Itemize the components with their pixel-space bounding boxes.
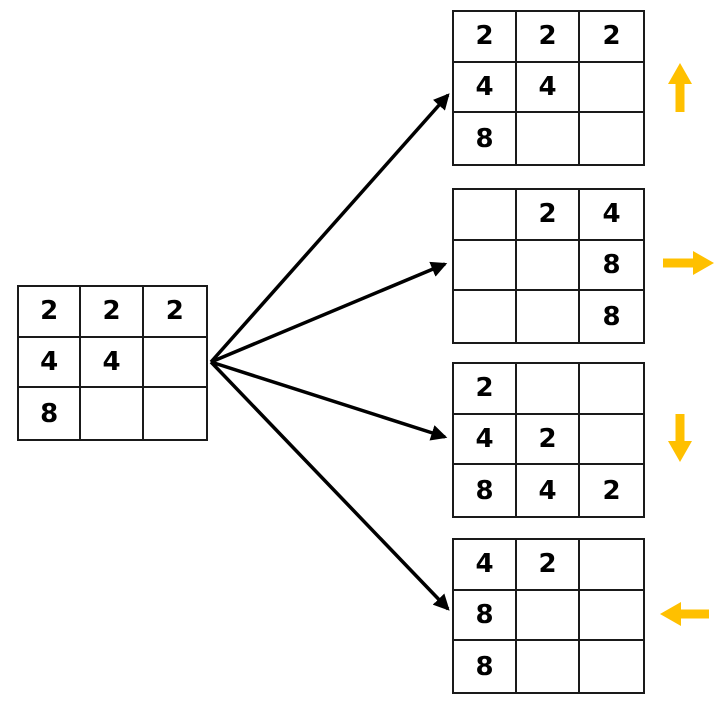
grid-cell bbox=[517, 641, 580, 692]
connector-arrow-to-right bbox=[210, 261, 448, 364]
grid-cell bbox=[144, 388, 206, 439]
grid-cell: 8 bbox=[19, 388, 82, 439]
grid-cell: 4 bbox=[517, 465, 580, 516]
grid-cell bbox=[580, 641, 643, 692]
grid-cell: 2 bbox=[517, 12, 580, 63]
grid-cell: 2 bbox=[143, 287, 206, 338]
connector-arrow-to-left bbox=[209, 360, 450, 611]
grid-cell: 8 bbox=[454, 641, 517, 692]
grid-cell: 2 bbox=[517, 190, 580, 241]
grid-cell bbox=[517, 291, 580, 342]
grid-cell: 8 bbox=[602, 301, 621, 332]
grid-cell: 4 bbox=[517, 62, 580, 114]
grid-cell: 2 bbox=[517, 540, 580, 591]
grid-cell bbox=[580, 364, 643, 415]
grid-cell: 8 bbox=[454, 590, 517, 642]
grid-cell: 4 bbox=[81, 337, 144, 389]
grid-cell: 2 bbox=[517, 414, 580, 466]
grid-cell bbox=[143, 338, 206, 389]
connector-arrow-to-up bbox=[209, 93, 450, 364]
grid-cell bbox=[580, 591, 643, 642]
move-right-arrow-icon bbox=[663, 251, 714, 275]
grid-cell: 4 bbox=[19, 337, 82, 389]
grid-cell bbox=[81, 388, 144, 439]
grid-cell: 2 bbox=[454, 364, 517, 415]
grid-cell: 2 bbox=[602, 475, 621, 506]
move-up-arrow-icon bbox=[668, 63, 692, 112]
grid-cell bbox=[517, 590, 580, 642]
grid-cell: 4 bbox=[454, 414, 517, 466]
grid-cell bbox=[517, 364, 580, 415]
grid-cell bbox=[580, 415, 643, 466]
grid-cell: 4 bbox=[454, 62, 517, 114]
grid-cell bbox=[580, 113, 643, 164]
grid-cell: 8 bbox=[454, 465, 517, 516]
grid-cell: 8 bbox=[580, 241, 643, 292]
grid-cell bbox=[517, 113, 580, 164]
grid-cell: 2 bbox=[580, 12, 643, 63]
grid-cell: 4 bbox=[580, 190, 643, 241]
grid-cell: 4 bbox=[454, 540, 517, 591]
grid-cell bbox=[517, 240, 580, 292]
grid-cell bbox=[454, 240, 517, 292]
grid-cell: 2 bbox=[454, 12, 517, 63]
grid-cell: 8 bbox=[454, 113, 517, 164]
grid-cell: 2 bbox=[81, 287, 144, 338]
connector-arrow-to-down bbox=[210, 360, 448, 441]
grid-cell bbox=[580, 540, 643, 591]
grid-cell bbox=[454, 291, 517, 342]
grid-cell: 2 bbox=[19, 287, 82, 338]
grid-cell bbox=[454, 190, 517, 241]
move-left-arrow-icon bbox=[660, 602, 709, 626]
grid-cell bbox=[580, 63, 643, 114]
move-down-arrow-icon bbox=[668, 414, 692, 462]
